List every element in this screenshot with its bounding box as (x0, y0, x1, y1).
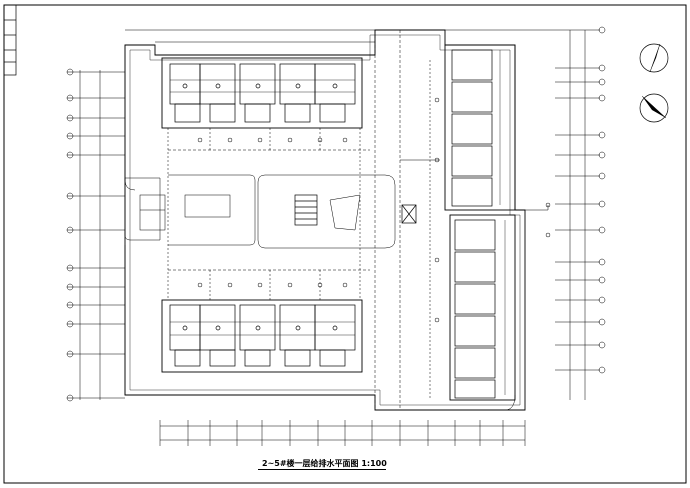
title-underline (258, 469, 386, 470)
right-apartment-block (444, 44, 516, 401)
left-entrance (139, 194, 231, 231)
upper-apartment-block (161, 57, 363, 129)
compass-icon (639, 93, 669, 123)
bottom-dimension (159, 420, 526, 446)
compass-icon (639, 43, 669, 73)
fixtures (197, 97, 551, 323)
right-axis-grid (555, 26, 606, 400)
pipe-lines (167, 60, 431, 400)
plaza-areas (124, 30, 440, 410)
drawing-title: 2~5#楼一层给排水平面图 1:100 (262, 459, 387, 468)
stair-core (294, 194, 417, 231)
lower-apartment-block (161, 299, 363, 373)
left-axis-grid (66, 68, 125, 402)
sheet-frame (3, 4, 687, 484)
binding-strip (3, 4, 17, 76)
